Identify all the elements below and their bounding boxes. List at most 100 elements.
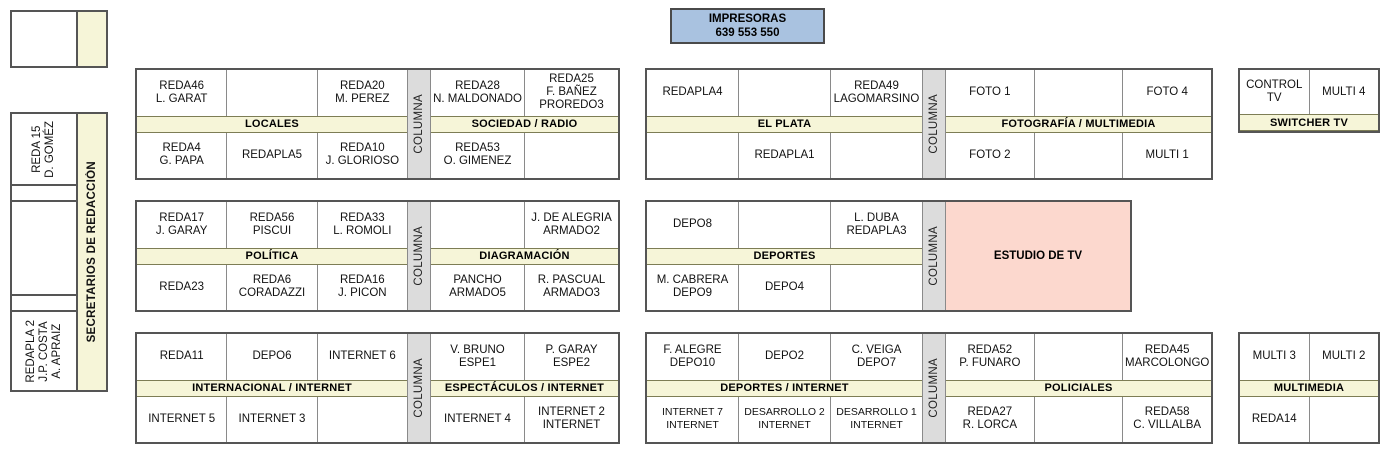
group-locales-sociedad: REDA46 L. GARAT REDA20 M. PEREZ LOCALES …: [135, 68, 620, 180]
section-band-switcher-tv: SWITCHER TV: [1240, 114, 1378, 131]
desk-cell[interactable]: REDA14: [1240, 396, 1310, 442]
desk-cell[interactable]: DEPO4: [739, 264, 831, 310]
sidebar-item-empty-mid[interactable]: [12, 202, 76, 296]
desk-cell[interactable]: [1035, 132, 1124, 178]
desk-cell[interactable]: M. CABRERA DEPO9: [647, 264, 739, 310]
desk-cell[interactable]: MULTI 4: [1322, 85, 1366, 98]
desk-cell[interactable]: REDA58 C. VILLALBA: [1133, 406, 1202, 432]
desk-cell[interactable]: MULTI 1: [1145, 148, 1189, 161]
desk-cell[interactable]: REDA6 CORADAZZI: [227, 264, 318, 310]
desk-cell[interactable]: CONTROL TV: [1240, 70, 1310, 114]
desk-cell[interactable]: INTERNET 2 INTERNET: [538, 406, 605, 432]
desk-row-bottom: INTERNET 5 INTERNET 3: [137, 396, 407, 443]
desk-cell[interactable]: MULTI 2: [1322, 350, 1366, 363]
sidebar-item-label: REDA 15 D. GOMÉZ: [31, 120, 56, 178]
desk-cell[interactable]: INTERNET 7 INTERNET: [647, 396, 739, 442]
section-politica: REDA17 J. GARAY REDA56 PISCUI REDA33 L. …: [137, 202, 407, 310]
desk-cell[interactable]: F. ALEGRE DEPO10: [647, 334, 739, 380]
desk-row-top: REDA46 L. GARAT REDA20 M. PEREZ: [137, 70, 407, 116]
desk-cell[interactable]: INTERNET 4: [431, 396, 525, 442]
desk-cell[interactable]: REDA56 PISCUI: [227, 202, 318, 248]
section-sociedad-radio: REDA28 N. MALDONADO REDA25 F. BAÑEZ PROR…: [431, 70, 618, 178]
desk-cell[interactable]: REDA11: [137, 334, 228, 380]
desk-cell[interactable]: [318, 397, 407, 443]
desk-row-bottom: M. CABRERA DEPO9 DEPO4: [647, 264, 922, 311]
group-multimedia: MULTI 3 MULTI 2 MULTIMEDIA REDA14: [1238, 332, 1380, 444]
section-band-fotografia: FOTOGRAFÍA / MULTIMEDIA: [946, 115, 1211, 133]
desk-cell[interactable]: [831, 265, 922, 311]
desk-cell[interactable]: DEPO2: [739, 334, 831, 380]
desk-cell[interactable]: PANCHO ARMADO5: [431, 264, 525, 310]
columna-divider: COLUMNA: [407, 70, 431, 178]
desk-cell[interactable]: REDA45 MARCOLONGO: [1125, 343, 1210, 369]
desk-cell[interactable]: J. DE ALEGRIA ARMADO2: [531, 211, 612, 237]
desk-cell[interactable]: DESARROLLO 1 INTERNET: [836, 406, 917, 432]
desk-cell[interactable]: C. VEIGA DEPO7: [851, 343, 902, 369]
sidebar-item-spacer-1[interactable]: [12, 186, 76, 202]
desk-cell[interactable]: V. BRUNO ESPE1: [431, 334, 525, 380]
desk-cell[interactable]: REDA49 LAGOMARSINO: [833, 79, 920, 105]
desk-cell[interactable]: REDA16 J. PICON: [338, 274, 387, 300]
desk-cell[interactable]: REDA23: [137, 264, 228, 310]
desk-cell[interactable]: MULTI 3: [1240, 334, 1310, 380]
section-band-policiales: POLICIALES: [946, 379, 1211, 397]
desk-cell[interactable]: REDA28 N. MALDONADO: [431, 70, 525, 116]
desk-cell[interactable]: REDAPLA4: [647, 70, 739, 116]
desk-cell[interactable]: INTERNET 6: [328, 350, 396, 363]
desk-cell[interactable]: REDA33 L. ROMOLI: [333, 211, 392, 237]
desk-cell[interactable]: REDA27 R. LORCA: [946, 396, 1035, 442]
desk-cell[interactable]: [739, 202, 831, 248]
sidebar-cell-empty[interactable]: [12, 12, 76, 66]
desk-row-bottom: REDA27 R. LORCA REDA58 C. VILLALBA: [946, 396, 1211, 442]
desk-cell[interactable]: FOTO 1: [946, 70, 1035, 116]
desk-cell[interactable]: REDA25 F. BAÑEZ PROREDO3: [539, 73, 604, 112]
desk-cell[interactable]: INTERNET 5: [137, 396, 228, 442]
desk-cell[interactable]: REDA4 G. PAPA: [137, 132, 228, 178]
desk-cell[interactable]: [1035, 70, 1124, 116]
desk-cell[interactable]: [1035, 334, 1124, 380]
sidebar-secretarios-box: REDA 15 D. GOMÉZ REDAPLA 2 J.P. COSTA A.…: [10, 112, 108, 392]
desk-cell[interactable]: [431, 202, 525, 248]
section-fotografia-multimedia: FOTO 1 FOTO 4 FOTOGRAFÍA / MULTIMEDIA FO…: [946, 70, 1211, 178]
desk-cell[interactable]: REDAPLA1: [739, 132, 831, 178]
desk-cell[interactable]: [1310, 397, 1379, 443]
desk-cell[interactable]: [647, 132, 739, 178]
desk-row-bottom: INTERNET 7 INTERNET DESARROLLO 2 INTERNE…: [647, 396, 922, 442]
section-switcher-tv: CONTROL TV MULTI 4 SWITCHER TV: [1240, 70, 1378, 131]
desk-cell[interactable]: INTERNET 3: [227, 396, 318, 442]
desk-cell[interactable]: FOTO 2: [946, 132, 1035, 178]
desk-cell[interactable]: REDA17 J. GARAY: [137, 202, 228, 248]
desk-cell[interactable]: FOTO 4: [1146, 86, 1188, 99]
desk-cell[interactable]: DEPO6: [227, 334, 318, 380]
desk-cell[interactable]: DESARROLLO 2 INTERNET: [739, 396, 831, 442]
sidebar-item-reda15[interactable]: REDA 15 D. GOMÉZ: [12, 114, 76, 186]
sidebar-item-redapla2[interactable]: REDAPLA 2 J.P. COSTA A. APRAIZ: [12, 312, 76, 390]
section-diagramacion: J. DE ALEGRIA ARMADO2 DIAGRAMACIÓN PANCH…: [431, 202, 618, 310]
desk-cell[interactable]: [227, 70, 318, 116]
desk-cell[interactable]: REDA52 P. FUNARO: [946, 334, 1035, 380]
group-deportes-estudio: DEPO8 L. DUBA REDAPLA3 DEPORTES M. CABRE…: [645, 200, 1132, 312]
desk-row-top: MULTI 3 MULTI 2: [1240, 334, 1378, 380]
desk-cell[interactable]: REDA10 J. GLORIOSO: [325, 142, 400, 168]
sidebar-item-label: REDAPLA 2 J.P. COSTA A. APRAIZ: [24, 319, 63, 383]
desk-cell[interactable]: [831, 133, 922, 179]
desk-cell[interactable]: L. DUBA REDAPLA3: [846, 211, 907, 237]
desk-cell[interactable]: [739, 70, 831, 116]
columna-label: COLUMNA: [928, 94, 940, 154]
desk-cell[interactable]: P. GARAY ESPE2: [545, 343, 598, 369]
section-band-diagramacion: DIAGRAMACIÓN: [431, 247, 618, 265]
desk-cell[interactable]: REDAPLA5: [227, 132, 318, 178]
desk-cell[interactable]: REDA53 O. GIMENEZ: [431, 132, 525, 178]
estudio-de-tv-area[interactable]: ESTUDIO DE TV: [946, 202, 1130, 310]
desk-cell[interactable]: DEPO8: [647, 202, 739, 248]
desk-cell[interactable]: REDA46 L. GARAT: [137, 70, 228, 116]
desk-cell[interactable]: [525, 133, 618, 179]
sidebar-band-label: SECRETARIOS DE REDACCIÓN: [85, 161, 98, 343]
columna-divider: COLUMNA: [922, 334, 946, 442]
desk-cell[interactable]: [1035, 396, 1124, 442]
desk-cell[interactable]: R. PASCUAL ARMADO3: [537, 274, 606, 300]
group-switcher-tv: CONTROL TV MULTI 4 SWITCHER TV: [1238, 68, 1380, 133]
desk-cell[interactable]: REDA20 M. PEREZ: [335, 79, 390, 105]
sidebar-item-spacer-2[interactable]: [12, 296, 76, 312]
desk-row-top: REDA17 J. GARAY REDA56 PISCUI REDA33 L. …: [137, 202, 407, 248]
